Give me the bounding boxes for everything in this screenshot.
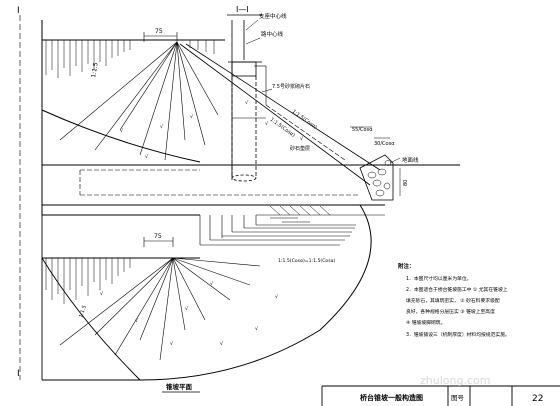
slope-label-section-b: 1:1.5(Cosα) [291, 109, 318, 131]
drawing-no: 22 [532, 394, 543, 404]
svg-text:1．本图尺寸均以厘米为单位。: 1．本图尺寸均以厘米为单位。 [406, 275, 471, 282]
svg-text:良好，各种规格分层压实 ③ 锥坡上至高度: 良好，各种规格分层压实 ③ 锥坡上至高度 [406, 308, 495, 315]
plan-fan-lines [59, 257, 261, 361]
callout-embankment: 7.5号砂浆砌片石 [261, 83, 310, 93]
callout-bearing-center: 支座中心线 [245, 12, 287, 31]
svg-text:3．锥坡铺设三（机制厚度）材料均按规范实施。: 3．锥坡铺设三（机制厚度）材料均按规范实施。 [406, 331, 510, 338]
dimension-75-top: 75 [143, 28, 178, 42]
svg-text:2．本图适合于桥台锥坡施工中 ① 尤其在锥坡上: 2．本图适合于桥台锥坡施工中 ① 尤其在锥坡上 [406, 286, 508, 293]
svg-text:√: √ [220, 341, 224, 347]
plan-big-curve [41, 204, 372, 381]
slope-label-plan-side: 1:1.5 [78, 305, 88, 319]
svg-text:7.5号砂浆砌片石: 7.5号砂浆砌片石 [272, 83, 310, 90]
svg-text:55/Cosα: 55/Cosα [352, 127, 373, 133]
svg-text:砂石垫层: 砂石垫层 [290, 145, 310, 152]
svg-text:30/Cosα: 30/Cosα [374, 141, 395, 147]
svg-text:④ 锥坡坡脚砌筑。: ④ 锥坡坡脚砌筑。 [406, 319, 445, 326]
upper-fan-lines [59, 41, 219, 161]
svg-text:√: √ [135, 318, 139, 324]
slope-label-plan: 1:1.5(Cosα)=1:1.5(Cosα) [278, 258, 336, 264]
svg-text:√: √ [245, 100, 249, 106]
dimension-30: 30/Cosα [374, 137, 395, 147]
plan-title: 锥坡平面 [166, 382, 193, 391]
svg-text:√: √ [170, 341, 174, 347]
svg-text:√: √ [255, 326, 259, 332]
svg-text:75: 75 [155, 28, 163, 35]
svg-text:√: √ [265, 121, 269, 127]
svg-text:√: √ [300, 136, 304, 142]
plan-fill-marks: √ √ √ √ √ √ √ √ [100, 281, 279, 347]
section-marker-bottom: I [17, 369, 20, 379]
svg-text:支座中心线: 支座中心线 [259, 12, 287, 20]
dimension-55: 55/Cosα [350, 126, 373, 133]
svg-text:75: 75 [154, 233, 162, 240]
watermark: zhulong.com [420, 374, 490, 387]
svg-text:√: √ [190, 114, 194, 120]
drawing-no-label: 图号 [451, 394, 465, 402]
upper-fill-marks: √ √ √ √ √ √ √ [120, 100, 304, 160]
svg-text:附注：: 附注： [398, 262, 415, 270]
svg-text:√: √ [145, 154, 149, 160]
callout-gravel: 砂石垫层 [290, 145, 310, 152]
plan-inner-arc [41, 257, 141, 381]
svg-text:√: √ [185, 306, 189, 312]
rubble-toe [359, 154, 394, 201]
notes-block: 附注： 1．本图尺寸均以厘米为单位。 2．本图适合于桥台锥坡施工中 ① 尤其在锥… [398, 262, 510, 338]
foundation-outline [79, 169, 360, 196]
svg-text:路中心线: 路中心线 [261, 30, 284, 38]
svg-text:√: √ [160, 124, 164, 130]
title-block: 桥台锥坡一般构造图 图号 22 [321, 385, 560, 406]
dimension-75-plan: 75 [143, 233, 174, 247]
svg-text:地面线: 地面线 [402, 156, 419, 164]
section-slope-lines [179, 43, 381, 186]
svg-text:√: √ [275, 294, 279, 300]
callout-road-center: 路中心线 [245, 30, 284, 45]
drawing-title: 桥台锥坡一般构造图 [360, 393, 423, 402]
svg-text:填充砂石，其填筑密实， ② 砂石料要求级配: 填充砂石，其填筑密实， ② 砂石料要求级配 [406, 297, 500, 304]
svg-text:√: √ [210, 281, 214, 287]
ground-line: 地面线 [42, 156, 460, 166]
svg-text:√: √ [100, 291, 104, 297]
section-marker-top: I [17, 6, 20, 16]
svg-text:80: 80 [403, 180, 409, 186]
upper-cone-outline [41, 109, 201, 163]
left-earth-hatch [41, 20, 225, 215]
slope-label-upper: 1:1.5 [90, 62, 100, 79]
section-title: I—I [236, 5, 249, 14]
plan-step-lines [199, 214, 385, 246]
plan-hatch [269, 205, 331, 216]
dimension-80: 80 [399, 168, 409, 196]
svg-text:√: √ [120, 128, 124, 134]
abutment-body [228, 20, 267, 182]
